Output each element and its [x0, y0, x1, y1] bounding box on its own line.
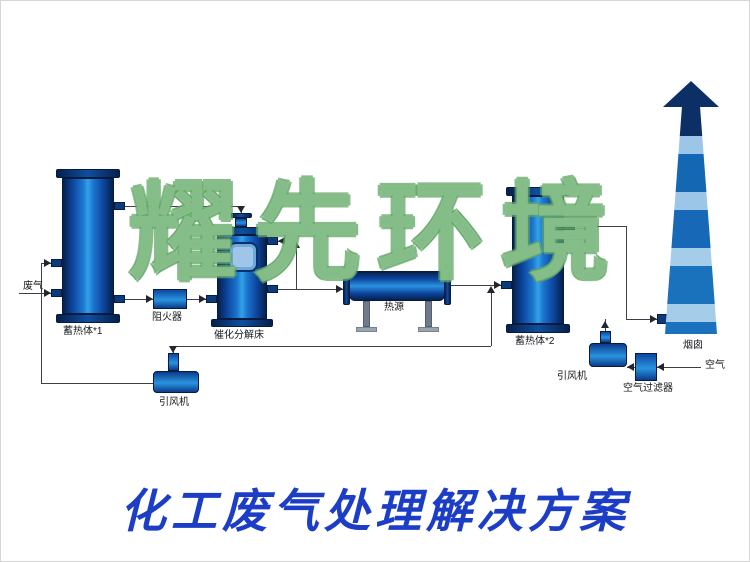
- air-label: 空气: [705, 360, 725, 371]
- chimney-label: 烟囱: [683, 340, 703, 351]
- flow-arrow: [292, 241, 300, 248]
- catalytic-bed-bottom-flange: [211, 319, 273, 327]
- heat-source-foot: [356, 327, 377, 332]
- catalytic-bed-top-nozzle: [235, 218, 247, 227]
- heat-source-foot: [418, 327, 439, 332]
- regenerator-1-nozzle: [51, 289, 62, 297]
- regenerator-2-vessel: [512, 196, 564, 324]
- regenerator-1-nozzle: [114, 295, 125, 303]
- pipe-arrester-to-bed: [187, 299, 206, 300]
- pipe-wastegas-inlet: [19, 293, 51, 294]
- flow-arrow: [169, 346, 177, 353]
- flow-arrow: [44, 289, 51, 297]
- pipe-fan1-discharge: [41, 383, 153, 384]
- flow-arrow: [627, 363, 634, 371]
- catalytic-bed-nozzle: [267, 237, 278, 245]
- heat-source-leg: [363, 301, 370, 327]
- pipe-v2-out-h: [575, 226, 626, 227]
- flow-arrow: [494, 281, 501, 289]
- air-filter-label: 空气过滤器: [623, 383, 673, 394]
- pipe-to-chimney: [626, 319, 657, 320]
- induced-fan-2: [589, 343, 627, 367]
- catalytic-bed-window: [228, 242, 258, 272]
- flame-arrester-label: 阻火器: [152, 312, 182, 323]
- pipe-v1-to-arrester: [125, 299, 153, 300]
- regenerator-2-bottom-flange: [506, 324, 570, 333]
- flow-arrow: [601, 321, 609, 328]
- flow-arrow: [650, 315, 657, 323]
- regenerator-1-bottom-flange: [56, 314, 120, 323]
- regenerator-2-nozzle: [501, 281, 512, 289]
- flow-arrow: [591, 222, 598, 230]
- regenerator-2-top-flange: [506, 187, 570, 196]
- flow-arrow: [237, 206, 245, 213]
- flow-arrow: [487, 286, 495, 293]
- induced-fan-1-label: 引风机: [159, 397, 189, 408]
- pipe-heater-return-v: [296, 241, 297, 289]
- pipe-recycle-up: [491, 293, 492, 346]
- pipe-air-inlet: [657, 367, 701, 368]
- catalytic-bed-nozzle: [267, 285, 278, 293]
- catalytic-bed-top-flange: [211, 227, 273, 235]
- air-filter: [635, 353, 657, 381]
- regenerator-1-top-flange: [56, 169, 120, 178]
- regenerator-2-label: 蓄热体*2: [515, 336, 555, 347]
- pipe-recycle-riser: [41, 263, 42, 383]
- regenerator-1-nozzle: [114, 202, 125, 210]
- pipe-heater-return-h: [278, 241, 296, 242]
- heat-source-label: 热源: [384, 302, 404, 313]
- regenerator-1-label: 蓄热体*1: [63, 326, 103, 337]
- chimney: [665, 104, 717, 334]
- induced-fan-1: [153, 371, 199, 393]
- regenerator-2-nozzle: [564, 222, 575, 230]
- flow-arrow: [336, 285, 343, 293]
- catalytic-bed-nozzle: [206, 295, 217, 303]
- regenerator-1-nozzle: [51, 259, 62, 267]
- heat-source-vessel: [349, 271, 445, 301]
- flow-arrow: [199, 295, 206, 303]
- waste-gas-label: 废气: [23, 281, 43, 292]
- pipe-recycle-long: [173, 346, 491, 347]
- flame-arrester: [153, 289, 187, 309]
- chimney-cap: [663, 81, 719, 107]
- flow-arrow: [44, 259, 51, 267]
- pipe-v2-out-v: [626, 226, 627, 319]
- flow-arrow: [278, 237, 285, 245]
- induced-fan-2-label: 引风机: [557, 371, 587, 382]
- catalytic-bed-top-nozzle-flange: [230, 213, 252, 218]
- pipe-v1-to-bed-top: [125, 206, 241, 207]
- regenerator-1-vessel: [62, 178, 114, 314]
- induced-fan-1-inlet-pipe: [168, 353, 179, 371]
- flow-arrow: [146, 295, 153, 303]
- heat-source-right-flange: [444, 267, 451, 305]
- pipe-bed-to-heater: [278, 289, 344, 290]
- catalytic-bed-label: 催化分解床: [214, 330, 264, 341]
- chimney-inlet-nozzle: [657, 314, 667, 324]
- flow-arrow: [657, 363, 664, 371]
- page-title: 化工废气处理解决方案: [120, 484, 630, 538]
- heat-source-leg: [425, 301, 432, 327]
- induced-fan-2-outlet-pipe: [600, 331, 611, 343]
- pipe-heater-to-v2: [450, 285, 501, 286]
